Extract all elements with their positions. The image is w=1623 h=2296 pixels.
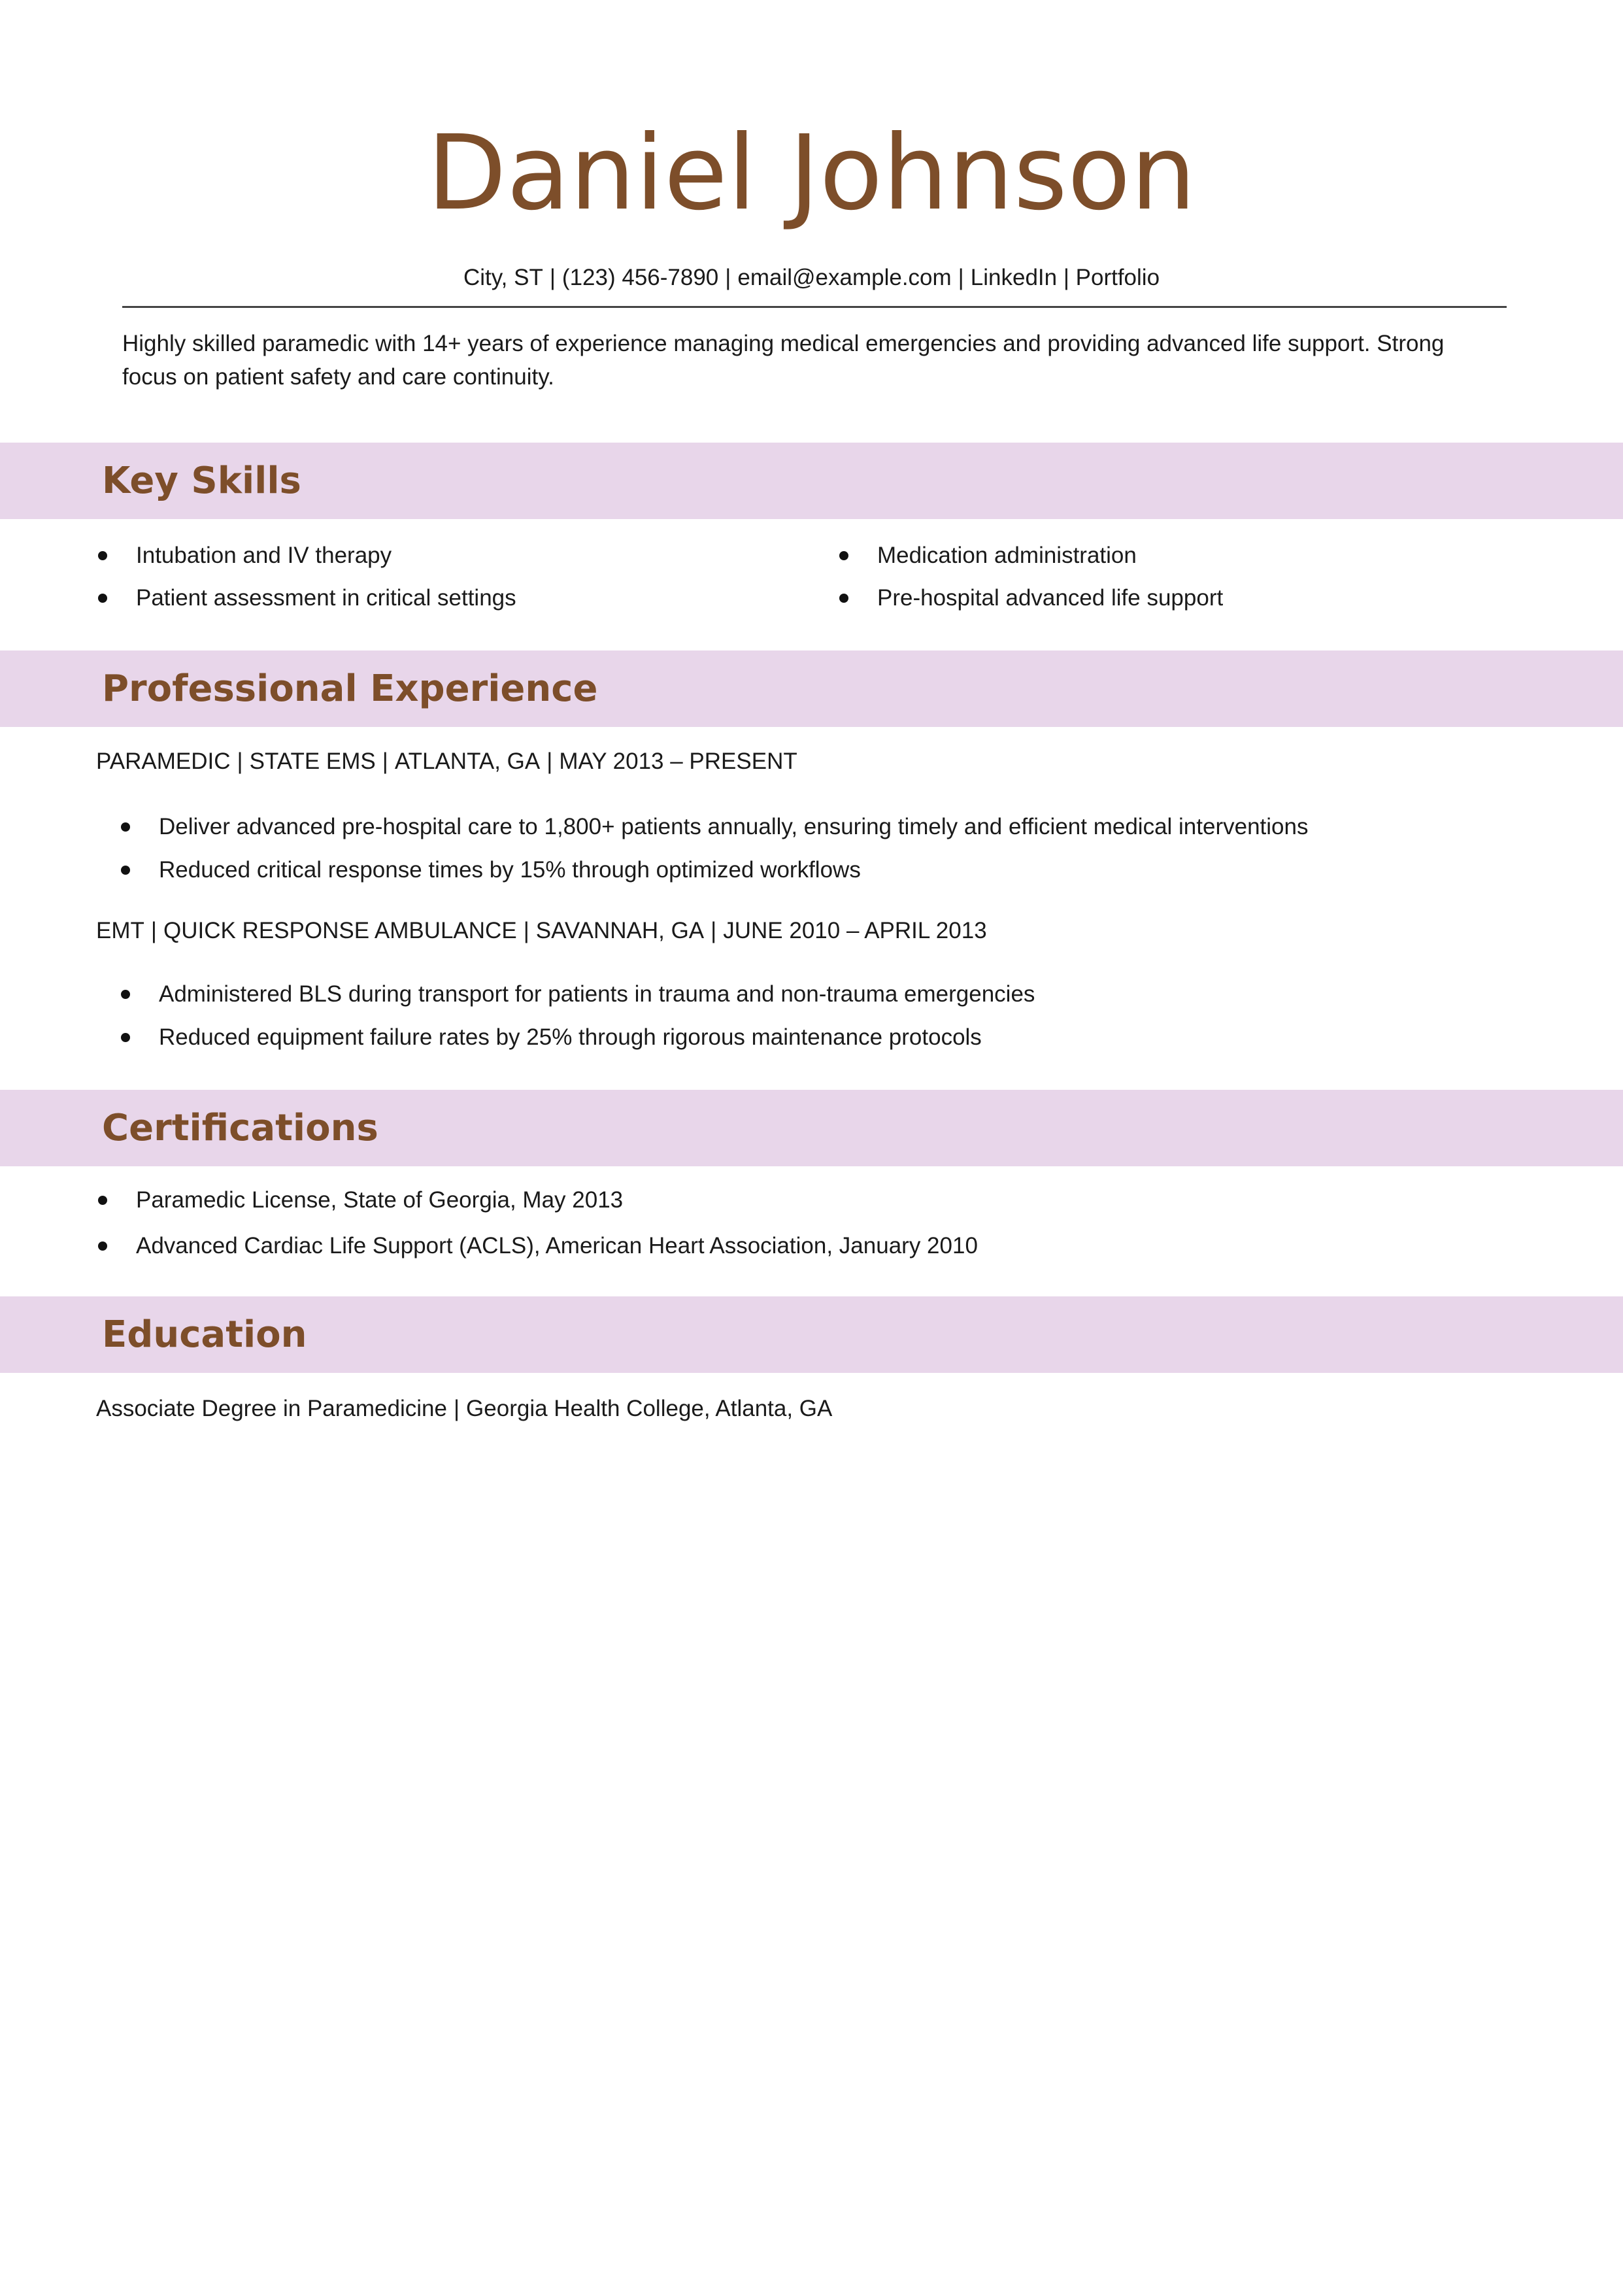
bullet-icon xyxy=(121,990,130,999)
education-school: Georgia Health College, Atlanta, GA xyxy=(466,1396,833,1421)
section-band-certifications: Certifications xyxy=(0,1090,1623,1166)
bullet-icon xyxy=(839,551,848,560)
separator: | xyxy=(453,1396,460,1421)
separator: | xyxy=(523,918,529,943)
contact-links[interactable]: LinkedIn | Portfolio xyxy=(970,265,1160,290)
job-bullet-text: Reduced equipment failure rates by 25% t… xyxy=(159,1024,982,1050)
job-bullets-1: Deliver advanced pre-hospital care to 1,… xyxy=(120,811,1308,886)
job-bullets-2: Administered BLS during transport for pa… xyxy=(120,979,1035,1053)
bullet-icon xyxy=(121,822,130,832)
education-line: Associate Degree in Paramedicine|Georgia… xyxy=(96,1393,832,1425)
job-bullet: Deliver advanced pre-hospital care to 1,… xyxy=(120,811,1308,843)
section-band-education: Education xyxy=(0,1296,1623,1373)
skill-item: Pre-hospital advanced life support xyxy=(838,582,1223,614)
bullet-icon xyxy=(98,1196,107,1205)
job-dates: JUNE 2010 – APRIL 2013 xyxy=(723,918,987,943)
skill-text: Medication administration xyxy=(877,543,1137,568)
job-location: SAVANNAH, GA xyxy=(535,918,705,943)
job-title: PARAMEDIC xyxy=(96,749,231,774)
separator: | xyxy=(382,749,388,774)
bullet-icon xyxy=(121,1033,130,1042)
separator: | xyxy=(725,265,731,290)
separator: | xyxy=(237,749,243,774)
contact-email[interactable]: email@example.com xyxy=(737,265,952,290)
job-location: ATLANTA, GA xyxy=(394,749,541,774)
summary-paragraph: Highly skilled paramedic with 14+ years … xyxy=(122,331,1445,390)
bullet-icon xyxy=(121,866,130,875)
candidate-name: Daniel Johnson xyxy=(427,113,1196,233)
skills-list-left: Intubation and IV therapy Patient assess… xyxy=(97,540,516,614)
job-title: EMT xyxy=(96,918,144,943)
skill-item: Intubation and IV therapy xyxy=(97,540,516,571)
education-degree: Associate Degree in Paramedicine xyxy=(96,1396,447,1421)
bullet-icon xyxy=(98,1241,107,1251)
job-employer: STATE EMS xyxy=(249,749,376,774)
skill-item: Patient assessment in critical settings xyxy=(97,582,516,614)
separator: | xyxy=(546,749,553,774)
contact-location: City, ST xyxy=(463,265,543,290)
job-employer: QUICK RESPONSE AMBULANCE xyxy=(163,918,517,943)
skill-text: Pre-hospital advanced life support xyxy=(877,585,1224,611)
skill-item: Medication administration xyxy=(838,540,1223,571)
certification-item: Advanced Cardiac Life Support (ACLS), Am… xyxy=(97,1230,978,1262)
bullet-icon xyxy=(98,594,107,603)
certification-item: Paramedic License, State of Georgia, May… xyxy=(97,1185,978,1216)
job-heading-2: EMT|QUICK RESPONSE AMBULANCE|SAVANNAH, G… xyxy=(96,915,987,947)
section-title-education: Education xyxy=(102,1313,307,1356)
job-bullet-text: Deliver advanced pre-hospital care to 1,… xyxy=(159,814,1309,839)
section-band-skills: Key Skills xyxy=(0,443,1623,519)
job-bullet: Reduced equipment failure rates by 25% t… xyxy=(120,1022,1035,1053)
separator: | xyxy=(549,265,556,290)
certification-text: Paramedic License, State of Georgia, May… xyxy=(136,1187,624,1213)
contact-phone: (123) 456-7890 xyxy=(561,265,719,290)
section-title-skills: Key Skills xyxy=(102,460,301,502)
job-bullet-text: Administered BLS during transport for pa… xyxy=(159,981,1035,1007)
separator: | xyxy=(958,265,964,290)
certification-text: Advanced Cardiac Life Support (ACLS), Am… xyxy=(136,1233,978,1258)
job-bullet: Reduced critical response times by 15% t… xyxy=(120,854,1308,886)
header-divider xyxy=(122,306,1507,308)
bullet-icon xyxy=(98,551,107,560)
certifications-list: Paramedic License, State of Georgia, May… xyxy=(97,1185,978,1262)
skill-text: Intubation and IV therapy xyxy=(136,543,392,568)
job-bullet-text: Reduced critical response times by 15% t… xyxy=(159,857,861,883)
skills-list-right: Medication administration Pre-hospital a… xyxy=(838,540,1223,614)
job-bullet: Administered BLS during transport for pa… xyxy=(120,979,1035,1010)
separator: | xyxy=(711,918,717,943)
section-title-experience: Professional Experience xyxy=(102,667,598,710)
section-title-certifications: Certifications xyxy=(102,1107,378,1149)
bullet-icon xyxy=(839,594,848,603)
separator: | xyxy=(150,918,157,943)
section-band-experience: Professional Experience xyxy=(0,650,1623,727)
job-dates: MAY 2013 – PRESENT xyxy=(559,749,797,774)
job-heading-1: PARAMEDIC|STATE EMS|ATLANTA, GA|MAY 2013… xyxy=(96,746,797,777)
skill-text: Patient assessment in critical settings xyxy=(136,585,516,611)
contact-line: City, ST|(123) 456-7890|email@example.co… xyxy=(0,262,1623,294)
